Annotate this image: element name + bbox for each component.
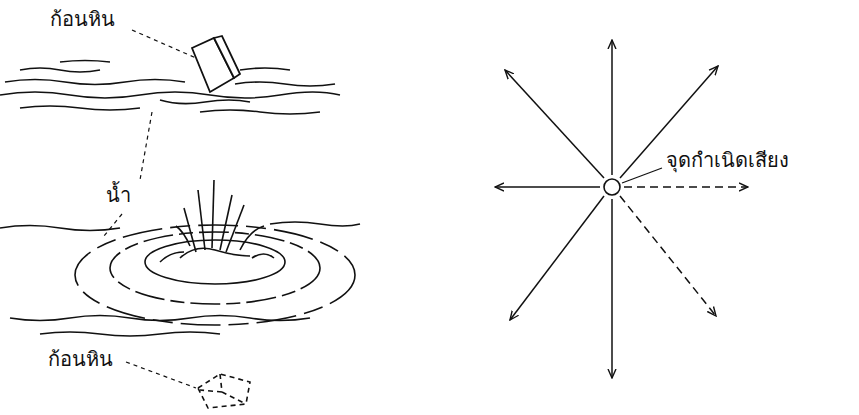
leader-line bbox=[126, 362, 196, 388]
rock bbox=[192, 36, 240, 92]
arrow bbox=[611, 199, 613, 378]
arrow bbox=[620, 196, 716, 316]
radiating-arrows bbox=[495, 40, 748, 378]
wave-line bbox=[0, 226, 120, 231]
splash-spike bbox=[176, 226, 190, 246]
wave-line bbox=[270, 222, 360, 226]
water-ripples bbox=[0, 222, 360, 336]
ripple bbox=[75, 225, 355, 325]
rock-edge bbox=[200, 374, 246, 404]
leader-lines bbox=[104, 30, 662, 388]
arrow bbox=[624, 186, 748, 188]
rock-side bbox=[214, 36, 240, 78]
wave-line bbox=[60, 61, 110, 63]
arrow bbox=[510, 196, 604, 320]
rock-outline bbox=[198, 374, 250, 408]
arrow bbox=[505, 70, 604, 178]
splash-rim bbox=[252, 254, 274, 258]
splash-spike bbox=[212, 180, 214, 248]
water-surface bbox=[0, 61, 340, 115]
wave-line bbox=[20, 68, 100, 72]
wave-line bbox=[5, 80, 185, 85]
arrow bbox=[611, 40, 613, 175]
splash-spike bbox=[198, 190, 205, 250]
splash-spike bbox=[226, 205, 244, 252]
wave-line bbox=[20, 106, 140, 110]
label-text: น้ำ bbox=[104, 182, 133, 208]
wave-line bbox=[235, 82, 335, 86]
wave-line bbox=[40, 332, 220, 336]
ripple bbox=[145, 240, 285, 284]
label-text: จุดกำเนิดเสียง bbox=[664, 147, 791, 173]
arrow bbox=[495, 186, 600, 188]
splash-spike bbox=[240, 226, 264, 250]
splash bbox=[176, 180, 264, 252]
leader-line bbox=[140, 112, 152, 180]
sound-source bbox=[604, 179, 620, 195]
ripple bbox=[110, 232, 320, 304]
label-text: ก้อนหิน bbox=[46, 346, 115, 372]
wave-line bbox=[240, 68, 290, 70]
wave-line bbox=[10, 316, 310, 321]
sunk-rock bbox=[198, 374, 250, 408]
leader-line bbox=[622, 168, 662, 183]
leader-line bbox=[132, 30, 196, 58]
wave-line bbox=[0, 92, 340, 98]
splash-rim bbox=[160, 252, 184, 262]
wave-line bbox=[200, 110, 320, 114]
wave-line bbox=[160, 100, 250, 104]
leader-line bbox=[104, 214, 122, 236]
label-text: ก้อนหิน bbox=[48, 6, 117, 32]
